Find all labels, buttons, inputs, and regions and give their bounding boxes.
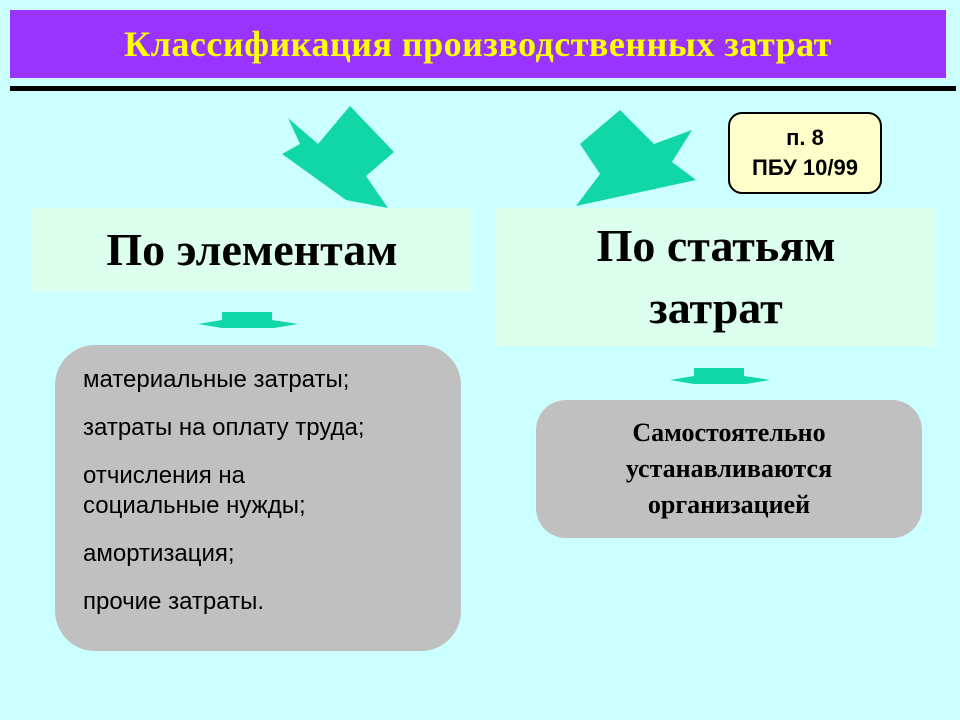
category-by-elements-label: По элементам — [106, 224, 398, 275]
elements-list: материальные затраты; затраты на оплату … — [83, 365, 461, 617]
articles-note-box: Самостоятельно устанавливаются организац… — [536, 400, 922, 538]
reference-badge: п. 8 ПБУ 10/99 — [728, 112, 882, 194]
list-item: затраты на оплату труда; — [83, 414, 365, 441]
arrow-down-left-icon — [282, 106, 394, 208]
reference-line-1: п. 8 — [786, 125, 824, 150]
list-item: прочие затраты. — [83, 588, 264, 615]
list-item: амортизация; — [83, 540, 235, 567]
list-item: материальные затраты; — [83, 366, 350, 393]
category-by-articles-label: По статьям затрат — [596, 220, 836, 333]
reference-line-2: ПБУ 10/99 — [752, 155, 858, 180]
page-title: Классификация производственных затрат — [124, 24, 832, 64]
category-by-articles: По статьям затрат — [496, 208, 936, 346]
elements-list-box: материальные затраты; затраты на оплату … — [55, 345, 461, 651]
category-by-elements: По элементам — [32, 208, 472, 292]
articles-note: Самостоятельно устанавливаются организац… — [625, 418, 833, 519]
arrow-down-right-icon — [576, 110, 696, 206]
list-item: отчисления на социальные нужды; — [83, 462, 306, 519]
title-divider — [10, 86, 956, 91]
small-arrow-down-right-icon — [670, 368, 770, 384]
title-bar: Классификация производственных затрат — [10, 10, 946, 78]
small-arrow-down-left-icon — [198, 312, 298, 328]
